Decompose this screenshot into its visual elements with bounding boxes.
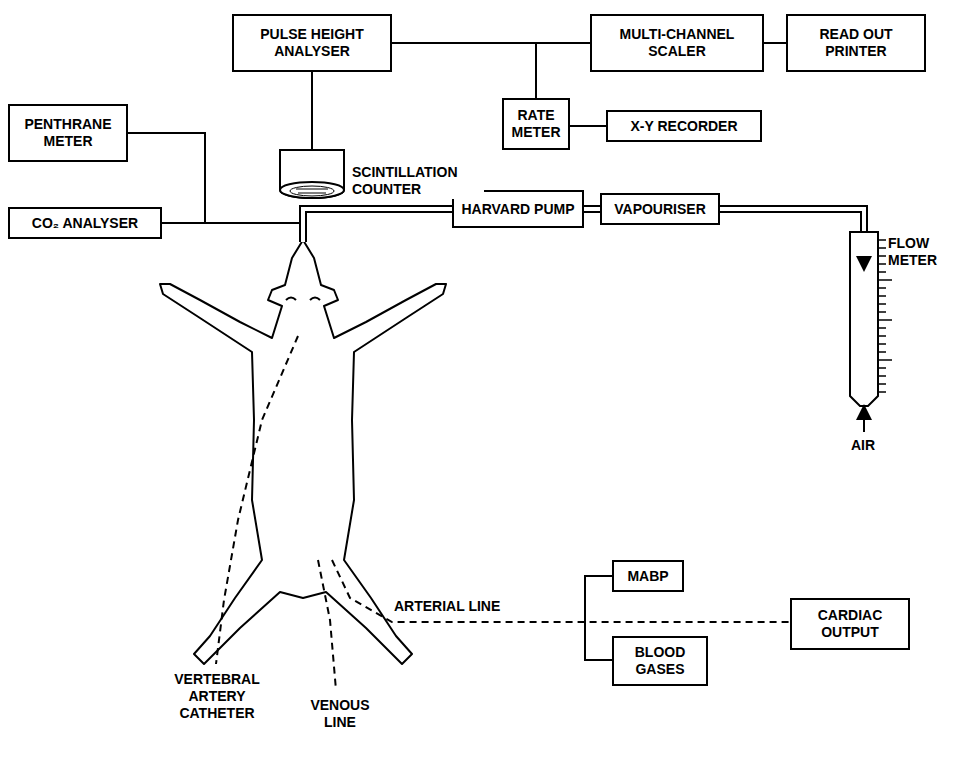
catheter-label: VERTEBRAL ARTERY CATHETER <box>160 670 274 722</box>
line-label: ARTERIAL LINE <box>392 597 526 616</box>
tube-bore <box>584 207 600 211</box>
meter-box: PENTHRANE METER <box>8 104 128 162</box>
catheter-label: VENOUS LINE <box>296 696 384 732</box>
blood-gas-box: BLOOD GASES <box>612 636 708 686</box>
scale-tick <box>878 351 886 353</box>
scale-tick <box>878 271 886 273</box>
scale-tick <box>878 255 886 257</box>
scale-tick <box>878 263 886 265</box>
equipment-label: SCINTILLATION COUNTER <box>350 163 484 199</box>
scale-tick <box>878 335 886 337</box>
box-label: BLOOD GASES <box>620 644 700 678</box>
connector-line <box>764 42 786 44</box>
venous-catheter <box>318 560 336 690</box>
scale-tick <box>878 383 886 385</box>
box-label: READ OUT PRINTER <box>794 26 918 60</box>
printer-box: READ OUT PRINTER <box>786 14 926 72</box>
box-label: PULSE HEIGHT ANALYSER <box>240 26 384 60</box>
inlet-label: AIR <box>849 436 893 455</box>
branch-bracket <box>585 576 612 660</box>
vertebral-catheter <box>216 336 298 664</box>
box-label: MULTI-CHANNEL SCALER <box>598 26 756 60</box>
box-label: PENTHRANE METER <box>16 116 120 150</box>
scale-tick <box>878 359 892 361</box>
box-label: MABP <box>627 568 668 585</box>
analyser-box: CO₂ ANALYSER <box>8 207 162 239</box>
scaler-box: MULTI-CHANNEL SCALER <box>590 14 764 72</box>
rate-meter-box: RATE METER <box>502 98 570 150</box>
rat-eye <box>286 298 296 301</box>
scale-tick <box>878 303 886 305</box>
air-tube <box>584 209 600 210</box>
box-label: X-Y RECORDER <box>630 118 737 135</box>
scale-tick <box>878 287 886 289</box>
scintillation-counter <box>280 150 344 198</box>
vapouriser-box: VAPOURISER <box>600 193 720 225</box>
scale-tick <box>878 391 886 393</box>
connector-line <box>584 205 600 213</box>
pressure-box: MABP <box>612 560 684 592</box>
signal-wire <box>311 70 313 150</box>
scale-tick <box>878 247 886 249</box>
scale-tick <box>878 367 886 369</box>
recorder-box: X-Y RECORDER <box>606 110 762 142</box>
analyser-box: PULSE HEIGHT ANALYSER <box>232 14 392 72</box>
scale-tick <box>878 295 886 297</box>
box-label: CO₂ ANALYSER <box>32 215 138 232</box>
box-label: HARVARD PUMP <box>461 201 574 218</box>
scale-tick <box>878 343 886 345</box>
box-label: RATE METER <box>510 107 562 141</box>
cardiac-output-box: CARDIAC OUTPUT <box>790 598 910 650</box>
box-label: VAPOURISER <box>614 201 706 218</box>
signal-wire <box>570 126 606 127</box>
box-label: CARDIAC OUTPUT <box>798 607 902 641</box>
connector-line <box>570 125 606 127</box>
arterial-catheter <box>332 560 800 622</box>
scale-tick <box>878 327 886 329</box>
connector-line <box>392 43 536 98</box>
scale-tick <box>878 319 892 321</box>
signal-wire <box>764 43 786 44</box>
scale-tick <box>878 311 886 313</box>
rat-eye <box>310 298 320 301</box>
scale-tick <box>878 279 892 281</box>
equipment-label: FLOW METER <box>886 234 964 270</box>
signal-wire <box>392 43 536 98</box>
scale-tick <box>878 375 886 377</box>
